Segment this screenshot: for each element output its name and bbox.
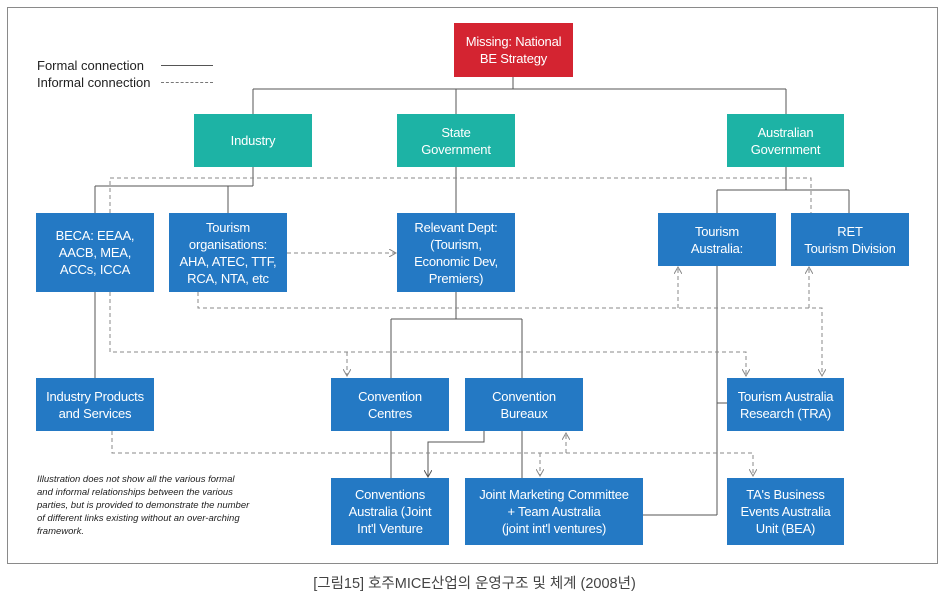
- legend-solid-line: [161, 65, 213, 66]
- informal-connections: [109, 177, 822, 475]
- edge-dept-to-convention: [390, 292, 523, 378]
- node-missing-strategy: Missing: National BE Strategy: [454, 23, 573, 77]
- footnote: Illustration does not show all the vario…: [37, 474, 250, 537]
- edge-industry-to-members: [94, 167, 254, 213]
- node-relevant-dept: Relevant Dept: (Tourism, Economic Dev, P…: [397, 213, 515, 292]
- node-ta-business-events: TA's Business Events Australia Unit (BEA…: [727, 478, 844, 545]
- node-joint-marketing-committee: Joint Marketing Committee + Team Austral…: [465, 478, 643, 545]
- node-tourism-organisations: Tourism organisations: AHA, ATEC, TTF, R…: [169, 213, 287, 292]
- figure-caption: [그림15] 호주MICE산업의 운영구조 및 체계 (2008년): [313, 576, 636, 592]
- node-state-government: State Government: [397, 114, 515, 167]
- node-ret-tourism-division: RET Tourism Division: [791, 213, 909, 266]
- legend-formal: Formal connection: [37, 58, 213, 73]
- node-convention-centres: Convention Centres: [331, 378, 449, 431]
- diagram-frame: [7, 7, 938, 564]
- edge-informal-mid-loop: [109, 292, 746, 375]
- edge-strategy-to-tier1: [252, 77, 787, 114]
- node-convention-bureaux: Convention Bureaux: [465, 378, 583, 431]
- edge-informal-bottom-loop: [197, 292, 822, 375]
- legend-informal: Informal connection: [37, 75, 213, 90]
- node-industry: Industry: [194, 114, 312, 167]
- node-conventions-australia: Conventions Australia (Joint Int'l Ventu…: [331, 478, 449, 545]
- legend-dashed-line: [161, 82, 213, 83]
- node-industry-products: Industry Products and Services: [36, 378, 154, 431]
- node-tourism-australia-research: Tourism Australia Research (TRA): [727, 378, 844, 431]
- edge-ta-trunk: [643, 266, 727, 516]
- edge-informal-top-loop: [109, 177, 812, 213]
- node-beca: BECA: EEAA, AACB, MEA, ACCs, ICCA: [36, 213, 154, 292]
- legend-informal-label: Informal connection: [37, 75, 151, 90]
- edge-informal-products-loop: [111, 431, 753, 475]
- edge-bureaux-to-ca: [428, 431, 485, 476]
- legend-formal-label: Formal connection: [37, 58, 144, 73]
- edge-ausgov-to-agencies: [716, 167, 850, 213]
- node-australian-government: Australian Government: [727, 114, 844, 167]
- node-tourism-australia: Tourism Australia:: [658, 213, 776, 266]
